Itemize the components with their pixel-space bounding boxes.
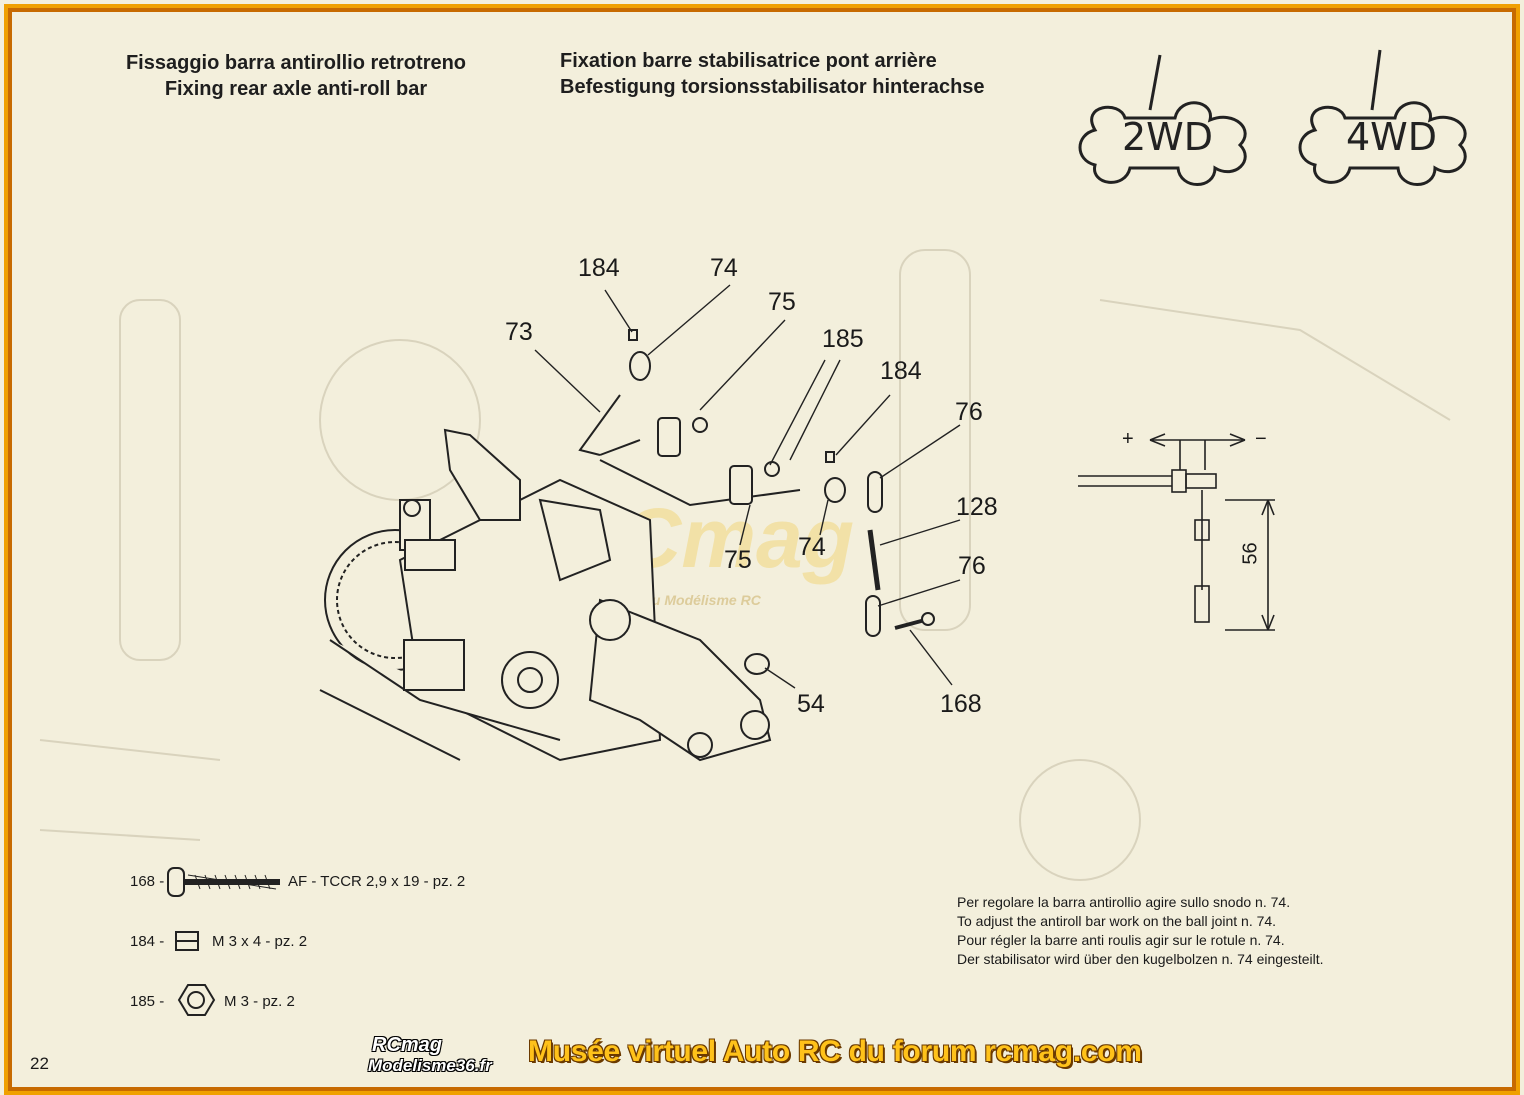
note-english: To adjust the antiroll bar work on the b… — [957, 913, 1277, 929]
badge-2wd-outline — [1078, 54, 1247, 186]
title-german: Befestigung torsionsstabilisator hintera… — [560, 76, 985, 98]
callout-184-top: 184 — [578, 254, 620, 282]
callout-168: 168 — [940, 690, 982, 718]
part-185-number: 185 - — [130, 993, 165, 1010]
note-french: Pour régler la barre anti roulis agir su… — [957, 932, 1285, 948]
footer-logo-line2: Modelisme36.fr — [368, 1056, 492, 1075]
callout-73: 73 — [505, 318, 533, 346]
detail-dimension-56: 56 — [1239, 542, 1262, 565]
screw-icon — [167, 867, 280, 897]
grub-screw-icon — [175, 931, 199, 951]
detail-minus-sign: − — [1255, 428, 1267, 450]
callout-75-bottom: 75 — [724, 546, 752, 574]
part-185-description: M 3 - pz. 2 — [224, 993, 295, 1010]
title-italian-english: Fissaggio barra antirollio retrotreno Fi… — [96, 50, 496, 102]
footer-logo-line1: RCmag — [372, 1034, 443, 1056]
title-english: Fixing rear axle anti-roll bar — [164, 78, 428, 100]
part-184-description: M 3 x 4 - pz. 2 — [212, 933, 308, 950]
callout-76-bottom: 76 — [958, 552, 986, 580]
badge-2wd-label: 2WD — [1122, 115, 1214, 159]
note-german: Der stabilisator wird über den kugelbolz… — [957, 951, 1324, 967]
nut-icon — [177, 984, 216, 1016]
callout-76-top: 76 — [955, 398, 983, 426]
part-168-number: 168 - — [130, 873, 165, 890]
footer-logo: RCmag Modelisme36.fr — [368, 1034, 518, 1082]
callout-74-bottom: 74 — [798, 533, 826, 561]
detail-plus-sign: + — [1122, 428, 1134, 450]
page-frame — [4, 4, 1520, 1095]
footer-banner: Musée virtuel Auto RC du forum rcmag.com — [528, 1035, 1142, 1068]
badge-4wd-outline — [1298, 49, 1467, 186]
callout-74-top: 74 — [710, 254, 738, 282]
page-number: 22 — [30, 1054, 49, 1073]
note-italian: Per regolare la barra antirollio agire s… — [957, 894, 1291, 910]
callout-184-right: 184 — [880, 357, 922, 385]
callout-185: 185 — [822, 325, 864, 353]
title-french: Fixation barre stabilisatrice pont arriè… — [560, 50, 937, 72]
callout-54: 54 — [797, 690, 825, 718]
title-italian: Fissaggio barra antirollio retrotreno — [125, 52, 467, 74]
adjustment-detail — [1078, 433, 1275, 631]
callout-75-top: 75 — [768, 288, 796, 316]
callout-128: 128 — [956, 493, 998, 521]
badge-4wd-label: 4WD — [1346, 115, 1438, 159]
part-184-number: 184 - — [130, 933, 165, 950]
adjustment-note: Per regolare la barra antirollio agire s… — [957, 893, 1324, 969]
part-168-description: AF - TCCR 2,9 x 19 - pz. 2 — [288, 873, 466, 890]
